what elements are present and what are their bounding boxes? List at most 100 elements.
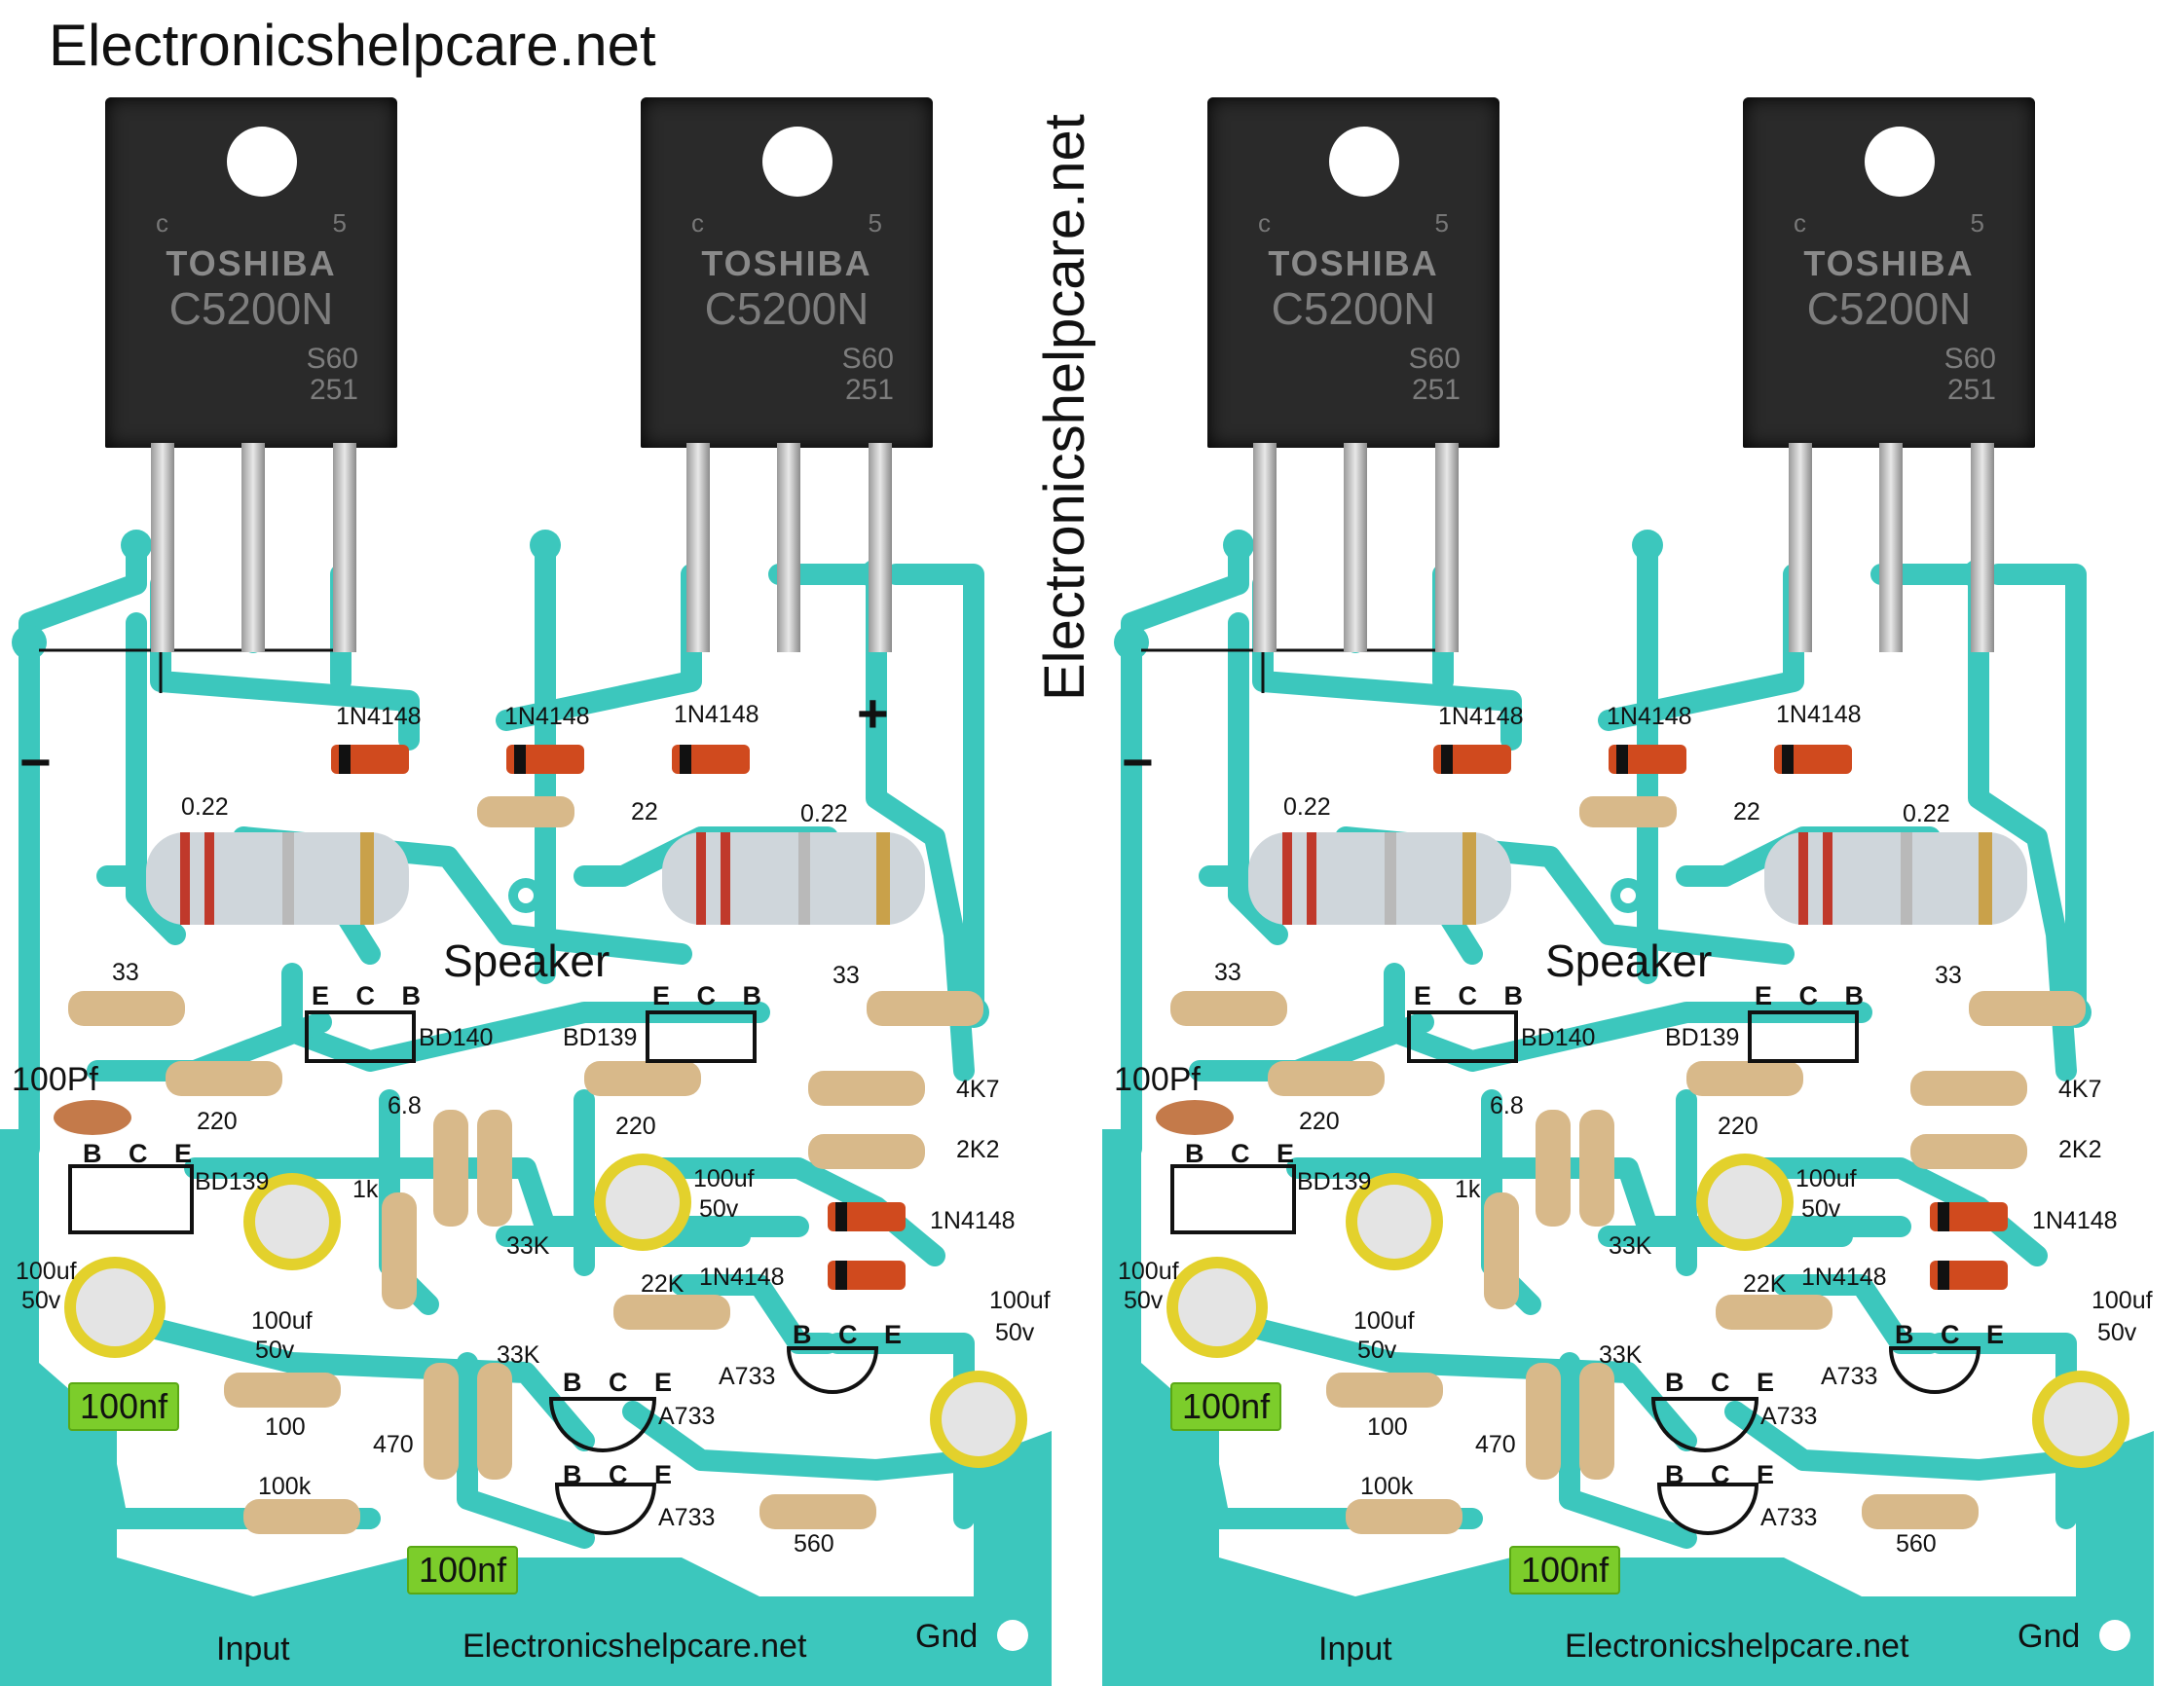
label-diode-3: 1N4148 — [674, 701, 759, 728]
mounting-hole — [1329, 127, 1399, 197]
label-bd139-left: BD139 — [195, 1168, 270, 1195]
label-cap-100uf-right: 100uf — [2091, 1287, 2153, 1314]
transistor-mark-left: c — [1258, 208, 1271, 238]
label-cap-100uf-mid: 100uf — [693, 1165, 755, 1192]
label-resistor-33-left: 33 — [112, 959, 139, 986]
transistor-body: c 5 TOSHIBA C5200N S60 251 — [1743, 97, 2035, 448]
transistor-leg — [1789, 443, 1812, 652]
label-pins-bd140: E C B — [312, 981, 431, 1010]
label-bd139-top: BD139 — [1665, 1024, 1740, 1051]
label-resistor-022-left: 0.22 — [1283, 793, 1331, 821]
transistor-code-1: S60 — [1408, 343, 1461, 375]
transistor-mark-left: c — [1794, 208, 1806, 238]
label-cap-100uf-mid: 100uf — [1795, 1165, 1857, 1192]
transistor-mark-right: 5 — [1970, 208, 1984, 238]
minus-terminal-mark: − — [1122, 731, 1154, 792]
label-resistor-4k7: 4K7 — [2058, 1076, 2102, 1103]
label-pins-bd139: E C B — [1755, 981, 1874, 1010]
label-pins-a733-low: B C E — [1665, 1460, 1785, 1489]
label-diode-right-1: 1N4148 — [930, 1207, 1016, 1234]
transistor-leg — [1971, 443, 1994, 652]
transistor-leg — [1879, 443, 1903, 652]
tag-100nf-top: 100nf — [68, 1382, 180, 1431]
label-resistor-220-left: 220 — [197, 1108, 238, 1135]
transistor-mark-right: 5 — [868, 208, 882, 238]
label-diode-2: 1N4148 — [504, 703, 590, 730]
label-cap-100uf-left: 100uf — [1118, 1258, 1179, 1285]
transistor-leg — [686, 443, 710, 652]
label-resistor-100: 100 — [265, 1413, 306, 1441]
label-resistor-33-right: 33 — [1935, 962, 1962, 989]
minus-terminal-mark: − — [19, 731, 52, 792]
label-cap-50v-mid: 50v — [699, 1195, 739, 1223]
label-resistor-22k: 22K — [1743, 1270, 1787, 1298]
label-resistor-220-mid: 220 — [1718, 1113, 1758, 1140]
pcb-traces — [0, 530, 1052, 1686]
transistor-leg — [1344, 443, 1367, 652]
label-a733-low: A733 — [658, 1504, 716, 1531]
label-resistor-33k-bottom: 33K — [497, 1341, 540, 1369]
label-resistor-100: 100 — [1367, 1413, 1408, 1441]
transistor-brand: TOSHIBA — [166, 243, 337, 283]
transistor-brand: TOSHIBA — [1803, 243, 1975, 283]
power-transistor: c 5 TOSHIBA C5200N S60 251 — [97, 97, 399, 652]
transistor-mark-left: c — [691, 208, 704, 238]
label-cap-100pf: 100Pf — [12, 1061, 98, 1098]
label-resistor-560: 560 — [1896, 1530, 1937, 1558]
label-cap-50v-right: 50v — [995, 1319, 1035, 1346]
label-pins-bd139-left: B C E — [83, 1139, 203, 1168]
amplifier-board-left: c 5 TOSHIBA C5200N S60 251 c 5 TOSHIBA C… — [0, 0, 1081, 1686]
transistor-part: C5200N — [1806, 283, 1972, 334]
footer-site: Electronicshelpcare.net — [1565, 1628, 1909, 1665]
transistor-code-1: S60 — [1943, 343, 1996, 375]
transistor-body: c 5 TOSHIBA C5200N S60 251 — [1207, 97, 1499, 448]
label-resistor-220-mid: 220 — [615, 1113, 656, 1140]
label-resistor-470: 470 — [1475, 1431, 1516, 1458]
label-cap-50v-left: 50v — [1124, 1287, 1164, 1314]
label-bd139-left: BD139 — [1297, 1168, 1372, 1195]
label-resistor-6-8: 6.8 — [1490, 1092, 1524, 1119]
label-cap-100uf-left: 100uf — [16, 1258, 77, 1285]
label-cap-100uf-right: 100uf — [989, 1287, 1051, 1314]
transistor-mark-right: 5 — [332, 208, 347, 238]
label-bd140: BD140 — [1521, 1024, 1596, 1051]
label-pins-a733-right: B C E — [793, 1320, 912, 1349]
transistor-code-1: S60 — [841, 343, 894, 375]
label-resistor-560: 560 — [794, 1530, 834, 1558]
transistor-leg — [1435, 443, 1459, 652]
tag-100nf-bottom: 100nf — [407, 1546, 519, 1594]
label-cap-100uf-low: 100uf — [251, 1307, 313, 1335]
label-resistor-1k: 1k — [1455, 1176, 1481, 1203]
label-a733-right: A733 — [719, 1363, 776, 1390]
transistor-part: C5200N — [704, 283, 870, 334]
label-a733-mid: A733 — [658, 1403, 716, 1430]
label-cap-50v-mid: 50v — [1801, 1195, 1841, 1223]
label-resistor-33k-top: 33K — [506, 1232, 550, 1260]
footer-site: Electronicshelpcare.net — [463, 1628, 807, 1665]
label-pins-a733-right: B C E — [1895, 1320, 2015, 1349]
label-cap-100pf: 100Pf — [1114, 1061, 1201, 1098]
transistor-code-2: 251 — [844, 374, 894, 406]
transistor-brand: TOSHIBA — [701, 243, 872, 283]
plus-terminal-mark: + — [857, 682, 889, 744]
label-a733-low: A733 — [1760, 1504, 1818, 1531]
label-gnd: Gnd — [915, 1618, 979, 1655]
power-transistor: c 5 TOSHIBA C5200N S60 251 — [1735, 97, 2037, 652]
transistor-part: C5200N — [168, 283, 334, 334]
label-diode-right-2: 1N4148 — [699, 1264, 785, 1291]
label-input: Input — [216, 1631, 290, 1668]
label-resistor-33-left: 33 — [1214, 959, 1241, 986]
transistor-leg — [333, 443, 356, 652]
label-diode-right-2: 1N4148 — [1801, 1264, 1887, 1291]
label-input: Input — [1318, 1631, 1392, 1668]
tag-100nf-bottom: 100nf — [1509, 1546, 1621, 1594]
transistor-brand: TOSHIBA — [1268, 243, 1439, 283]
label-cap-100uf-low: 100uf — [1353, 1307, 1415, 1335]
transistor-leg — [777, 443, 800, 652]
label-cap-50v-right: 50v — [2097, 1319, 2137, 1346]
label-bd139-top: BD139 — [563, 1024, 638, 1051]
transistor-leg — [869, 443, 892, 652]
label-pins-a733-mid: B C E — [563, 1368, 683, 1397]
transistor-mark-right: 5 — [1434, 208, 1449, 238]
label-speaker: Speaker — [1545, 935, 1713, 986]
